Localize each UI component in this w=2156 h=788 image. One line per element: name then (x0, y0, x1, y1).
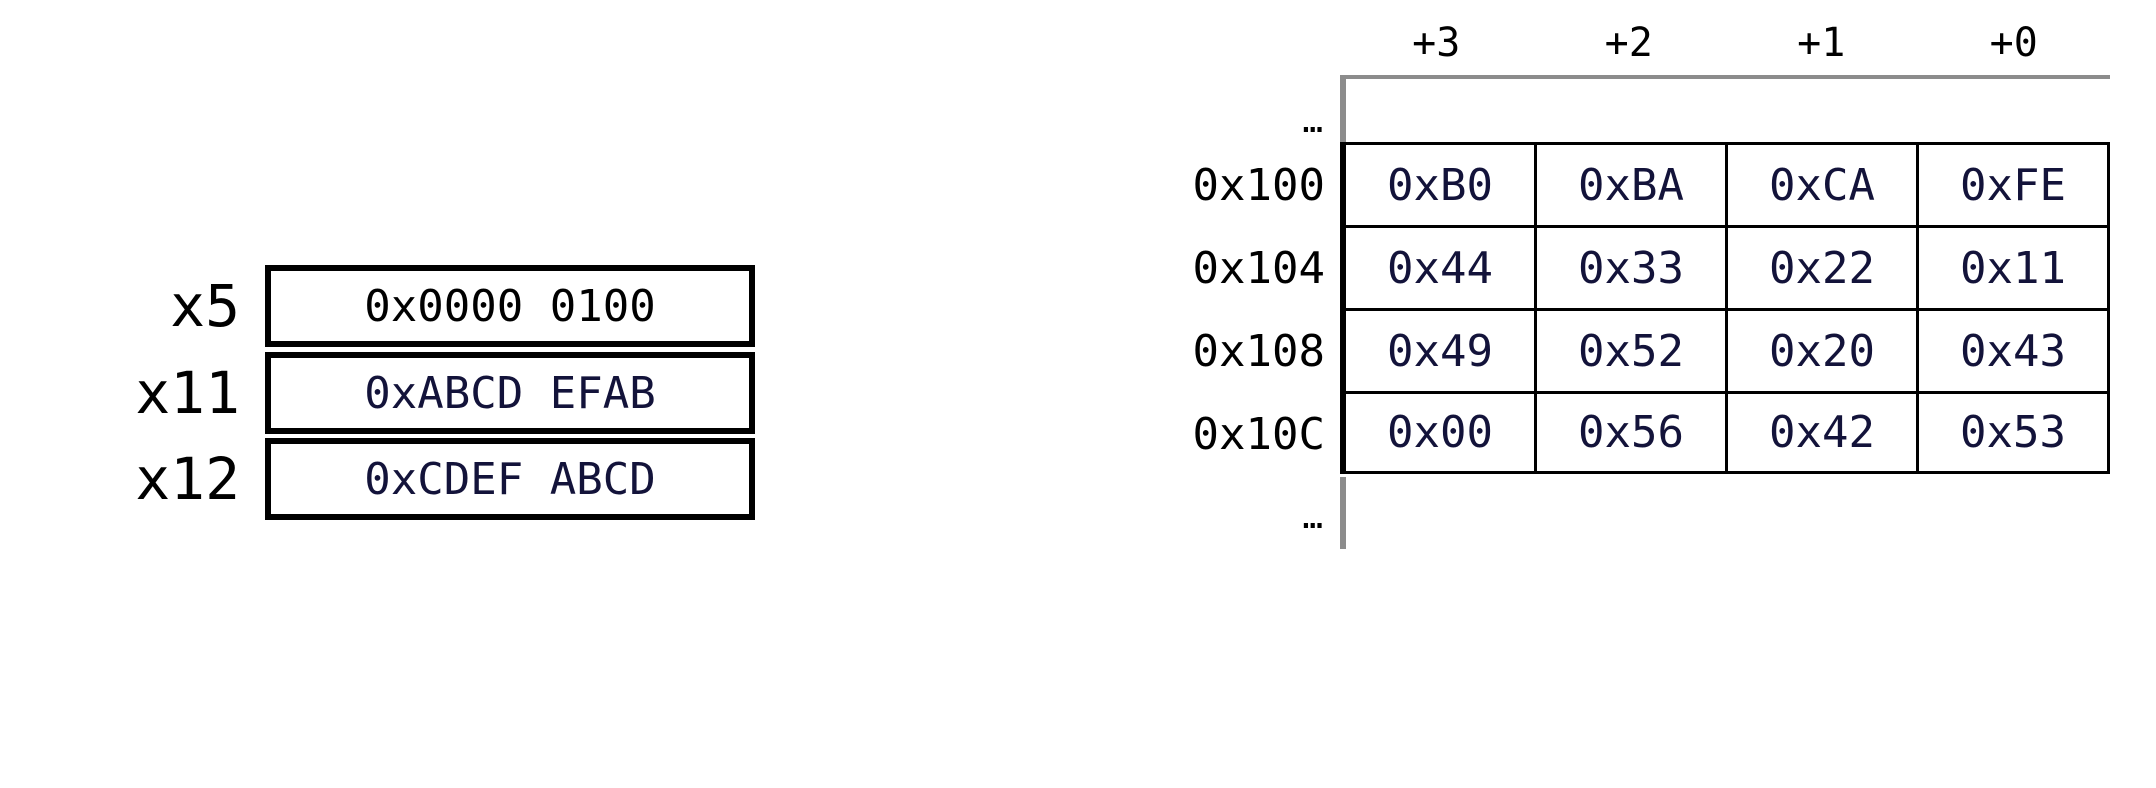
memory-table-panel: +3 +2 +1 +0 … 0x100 0x104 0x108 0x10C 0x… (1070, 0, 2156, 788)
register-row: x11 0xABCD EFAB (0, 352, 800, 434)
memory-cell: 0x43 (1919, 311, 2107, 391)
memory-address-label-0x108: 0x108 (1192, 326, 1325, 377)
register-value-x5: 0x0000 0100 (364, 280, 656, 332)
memory-cell: 0xCA (1728, 145, 1919, 225)
memory-cell: 0xBA (1537, 145, 1728, 225)
memory-cell: 0xFE (1919, 145, 2107, 225)
register-box-x12: 0xCDEF ABCD (265, 438, 755, 520)
memory-open-row-top (1340, 75, 2110, 142)
register-label-x12: x12 (135, 445, 240, 513)
memory-row-0x100: 0xB0 0xBA 0xCA 0xFE (1346, 142, 2110, 225)
register-row: x5 0x0000 0100 (0, 265, 800, 347)
memory-cell: 0x11 (1919, 228, 2107, 308)
memory-cell: 0x33 (1537, 228, 1728, 308)
memory-cell: 0x42 (1728, 394, 1919, 471)
memory-ellipsis-top: … (1302, 101, 1325, 141)
column-header-plus0: +0 (1989, 20, 2038, 66)
memory-row-0x10C: 0x00 0x56 0x42 0x53 (1346, 391, 2110, 474)
register-label-x5: x5 (170, 272, 240, 340)
register-box-x11: 0xABCD EFAB (265, 352, 755, 434)
register-box-x5: 0x0000 0100 (265, 265, 755, 347)
register-value-x11: 0xABCD EFAB (364, 367, 656, 419)
memory-ellipsis-bottom: … (1302, 497, 1325, 537)
register-file-panel: x5 0x0000 0100 x11 0xABCD EFAB x12 0xCDE… (0, 255, 800, 535)
register-row: x12 0xCDEF ABCD (0, 438, 800, 520)
memory-cell: 0x00 (1346, 394, 1537, 471)
memory-cell: 0xB0 (1346, 145, 1537, 225)
memory-address-label-0x10C: 0x10C (1192, 409, 1325, 460)
column-header-plus2: +2 (1604, 20, 1653, 66)
memory-cell: 0x22 (1728, 228, 1919, 308)
column-header-plus1: +1 (1797, 20, 1846, 66)
memory-open-row-bottom (1340, 477, 2110, 549)
memory-cell: 0x20 (1728, 311, 1919, 391)
memory-address-label-0x104: 0x104 (1192, 243, 1325, 294)
column-header-plus3: +3 (1412, 20, 1461, 66)
register-label-x11: x11 (135, 359, 240, 427)
memory-cell: 0x53 (1919, 394, 2107, 471)
memory-row-0x104: 0x44 0x33 0x22 0x11 (1346, 225, 2110, 308)
memory-cell: 0x49 (1346, 311, 1537, 391)
memory-row-0x108: 0x49 0x52 0x20 0x43 (1346, 308, 2110, 391)
memory-cell: 0x56 (1537, 394, 1728, 471)
memory-cell: 0x44 (1346, 228, 1537, 308)
register-value-x12: 0xCDEF ABCD (364, 453, 656, 505)
memory-column-headers: +3 +2 +1 +0 (1340, 18, 2110, 68)
memory-cell: 0x52 (1537, 311, 1728, 391)
memory-address-label-0x100: 0x100 (1192, 160, 1325, 211)
memory-data-grid: 0xB0 0xBA 0xCA 0xFE 0x44 0x33 0x22 0x11 … (1340, 142, 2110, 474)
